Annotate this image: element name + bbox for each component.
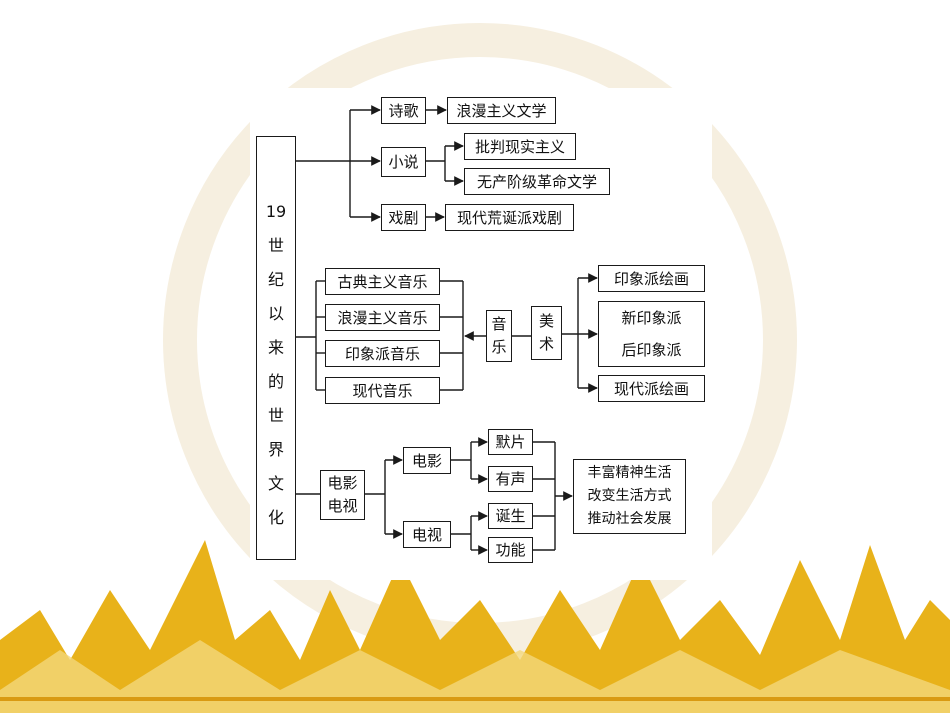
neo-impressionism-label: 新印象派 (621, 309, 682, 327)
critical-realism-box: 批判现实主义 (464, 133, 576, 160)
art-label-char: 美 (538, 312, 554, 330)
gold-mountains-back (0, 640, 950, 713)
poetry-box: 诗歌 (381, 97, 426, 124)
music-label-char: 乐 (491, 338, 507, 356)
tv-box: 电视 (403, 521, 451, 548)
modern-painting-box: 现代派绘画 (598, 375, 705, 402)
romantic-music-box: 浪漫主义音乐 (325, 304, 440, 331)
tv-birth-box: 诞生 (488, 503, 533, 529)
tv-function-box: 功能 (488, 537, 533, 563)
film-tv-label-line: 电影 (327, 474, 358, 492)
absurd-drama-box: 现代荒诞派戏剧 (445, 204, 574, 231)
root-box: 19 世 纪 以 来 的 世 界 文 化 (256, 136, 296, 560)
classical-music-box: 古典主义音乐 (325, 268, 440, 295)
romantic-literature-box: 浪漫主义文学 (447, 97, 556, 124)
root-char: 以 (267, 304, 284, 323)
post-impressionism-label: 后印象派 (621, 341, 682, 359)
effects-box: 丰富精神生活 改变生活方式 推动社会发展 (573, 459, 686, 534)
sound-film-box: 有声 (488, 466, 533, 492)
film-box: 电影 (403, 447, 451, 474)
music-box: 音 乐 (486, 310, 512, 362)
root-char: 19 (265, 202, 287, 221)
drama-box: 戏剧 (381, 204, 426, 231)
silent-film-box: 默片 (488, 429, 533, 455)
effect-line: 推动社会发展 (587, 511, 672, 527)
root-char: 界 (267, 440, 284, 459)
post-impressionism-group: 新印象派 后印象派 (598, 301, 705, 367)
novel-box: 小说 (381, 147, 426, 177)
impressionist-music-box: 印象派音乐 (325, 340, 440, 367)
art-box: 美 术 (531, 306, 562, 360)
root-char: 文 (267, 474, 284, 493)
effect-line: 丰富精神生活 (587, 465, 672, 481)
art-label-char: 术 (538, 335, 554, 353)
film-tv-label-line: 电视 (327, 497, 358, 515)
gold-strip (0, 697, 950, 701)
root-char: 来 (267, 338, 284, 357)
root-char: 世 (267, 406, 284, 425)
modern-music-box: 现代音乐 (325, 377, 440, 404)
root-char: 的 (267, 372, 284, 391)
root-char: 世 (267, 236, 284, 255)
effect-line: 改变生活方式 (587, 488, 672, 504)
impressionist-painting-box: 印象派绘画 (598, 265, 705, 292)
root-char: 纪 (267, 270, 284, 289)
root-char: 化 (267, 508, 284, 527)
film-tv-box: 电影 电视 (320, 470, 365, 520)
proletarian-literature-box: 无产阶级革命文学 (464, 168, 610, 195)
music-label-char: 音 (491, 315, 507, 333)
